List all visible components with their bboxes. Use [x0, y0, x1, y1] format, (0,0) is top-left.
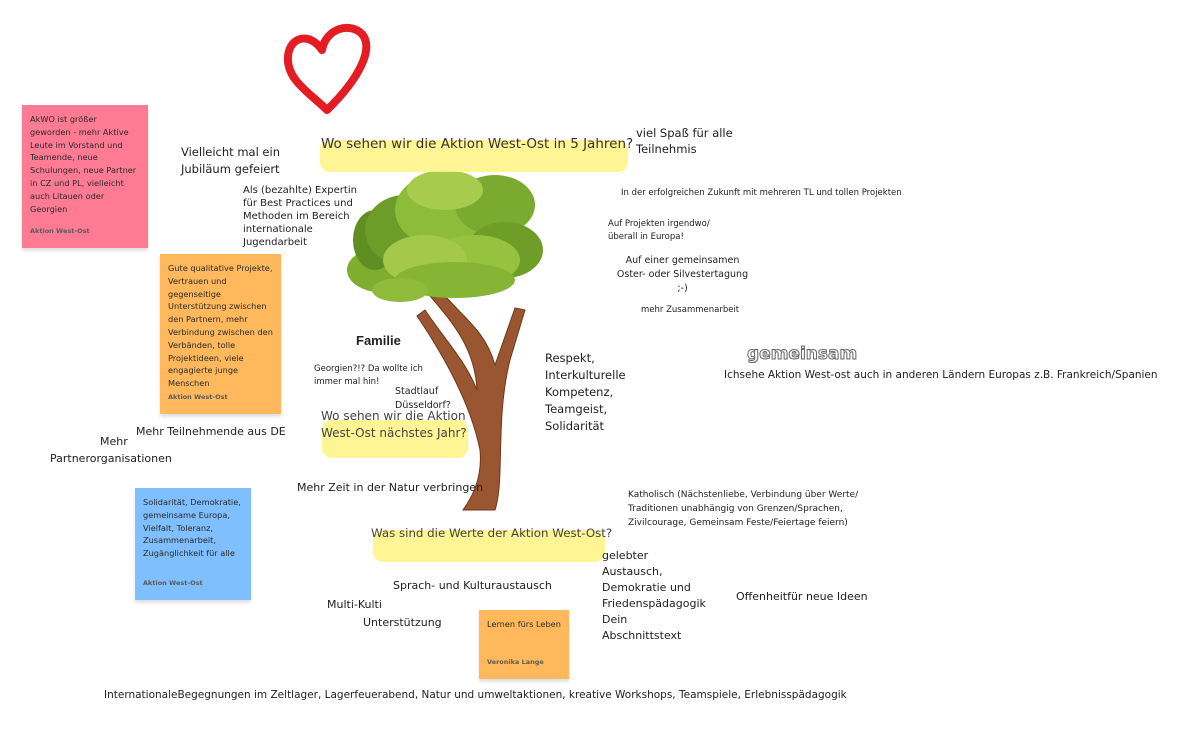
note-text: Lernen fürs Leben — [487, 619, 561, 629]
text-partnerorganisationen[interactable]: Partnerorganisationen — [50, 452, 172, 465]
tree-image — [347, 170, 543, 511]
note-author: Aktion West-Ost — [30, 227, 90, 236]
text-teilnehmende[interactable]: Mehr Teilnehmende aus DE — [136, 425, 286, 438]
text-unterstuetzung[interactable]: Unterstützung — [363, 616, 442, 629]
note-text: Gute qualitative Projekte, Vertrauen und… — [168, 263, 273, 389]
text-spass[interactable]: viel Spaß für alle Teilnehmis — [636, 126, 733, 156]
highlight-mark — [320, 140, 628, 172]
text-katholisch[interactable]: Katholisch (Nächstenliebe, Verbindung üb… — [628, 490, 859, 528]
highlight-mark — [373, 530, 605, 562]
text-europa[interactable]: Auf Projekten irgendwo/ überall in Europ… — [608, 219, 710, 242]
text-mehr[interactable]: Mehr — [100, 435, 128, 448]
text-laender[interactable]: Ichsehe Aktion West-ost auch in anderen … — [724, 369, 1158, 381]
text-sprach[interactable]: Sprach- und Kulturaustausch — [393, 579, 552, 592]
note-text: Solidarität, Demokratie, gemeinsame Euro… — [143, 497, 241, 559]
text-respekt[interactable]: Respekt, Interkulturelle Kompetenz, Team… — [545, 351, 626, 433]
text-multikulti[interactable]: Multi-Kulti — [327, 598, 382, 611]
sticky-note-blue[interactable]: Solidarität, Demokratie, gemeinsame Euro… — [135, 488, 251, 600]
text-natur[interactable]: Mehr Zeit in der Natur verbringen — [297, 481, 484, 494]
text-zusammenarbeit[interactable]: mehr Zusammenarbeit — [641, 305, 740, 315]
question-values[interactable]: Was sind die Werte der Aktion West-Ost? — [371, 526, 613, 540]
text-offenheit[interactable]: Offenheitfür neue Ideen — [736, 590, 868, 603]
note-text: AkWO ist größer geworden - mehr Aktive L… — [30, 114, 137, 214]
text-georgien[interactable]: Georgien?!? Da wollte ich immer mal hin! — [314, 364, 423, 387]
text-familie[interactable]: Familie — [356, 333, 401, 348]
text-stadtlauf[interactable]: Stadtlauf Düsseldorf? — [395, 386, 451, 411]
question-next-year[interactable]: Wo sehen wir die Aktion West-Ost nächste… — [321, 409, 467, 440]
sticky-note-orange[interactable]: Gute qualitative Projekte, Vertrauen und… — [160, 254, 281, 414]
text-zukunft[interactable]: In der erfolgreichen Zukunft mit mehrere… — [621, 188, 902, 198]
question-5-years[interactable]: Wo sehen wir die Aktion West-Ost in 5 Ja… — [321, 136, 634, 152]
text-begegnungen[interactable]: InternationaleBegegnungen im Zeltlager, … — [104, 689, 847, 701]
highlight-mark — [322, 420, 468, 458]
text-jubilaeum[interactable]: Vielleicht mal ein Jubiläum gefeiert — [181, 145, 280, 176]
text-tagung[interactable]: Auf einer gemeinsamen Oster- oder Silves… — [616, 255, 749, 294]
sticky-note-orange-small[interactable]: Lernen fürs Leben Veronika Lange — [479, 610, 569, 679]
text-gelebter[interactable]: gelebter Austausch, Demokratie und Fried… — [602, 549, 706, 642]
heart-drawing — [283, 23, 371, 114]
sticky-note-pink[interactable]: AkWO ist größer geworden - mehr Aktive L… — [22, 105, 148, 248]
note-author: Veronika Lange — [487, 658, 544, 667]
text-gemeinsam[interactable]: gemeinsam — [746, 344, 858, 365]
note-author: Aktion West-Ost — [143, 579, 203, 588]
text-expertin[interactable]: Als (bezahlte) Expertin für Best Practic… — [243, 185, 357, 248]
note-author: Aktion West-Ost — [168, 393, 228, 402]
